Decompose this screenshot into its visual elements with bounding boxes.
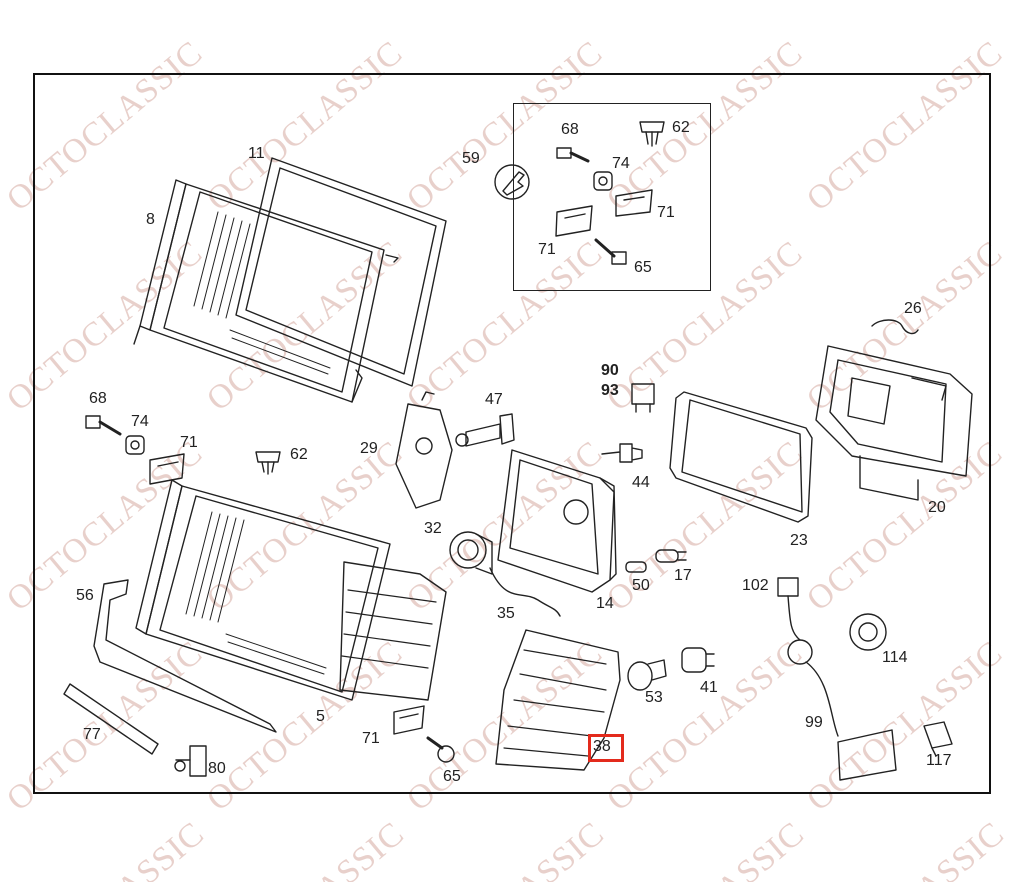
part-8-headlamp-lens[interactable] xyxy=(134,180,384,402)
callout-47[interactable]: 47 xyxy=(485,391,503,408)
part-38-turn-signal-lens[interactable] xyxy=(496,630,620,770)
diagram-frame xyxy=(33,73,991,794)
part-90-93-connector[interactable] xyxy=(632,384,654,412)
part-62-clip[interactable] xyxy=(640,122,664,146)
part-65-screw-lower[interactable] xyxy=(428,738,454,762)
callout-68[interactable]: 68 xyxy=(89,390,107,407)
callout-17[interactable]: 17 xyxy=(674,567,692,584)
part-68-screw[interactable] xyxy=(557,148,588,161)
part-17-bulb[interactable] xyxy=(656,550,686,562)
part-47-bulb[interactable] xyxy=(456,414,514,446)
callout-26[interactable]: 26 xyxy=(904,300,922,317)
part-102-socket[interactable] xyxy=(778,578,798,596)
callout-74[interactable]: 74 xyxy=(131,413,149,430)
callout-59[interactable]: 59 xyxy=(462,150,480,167)
callout-20[interactable]: 20 xyxy=(928,499,946,516)
callout-29[interactable]: 29 xyxy=(360,440,378,457)
part-80-fastener[interactable] xyxy=(175,746,206,776)
part-65-screw-inset[interactable] xyxy=(596,240,626,264)
part-35-wire[interactable] xyxy=(490,568,560,616)
callout-44[interactable]: 44 xyxy=(632,474,650,491)
callout-35[interactable]: 35 xyxy=(497,605,515,622)
callout-41[interactable]: 41 xyxy=(700,679,718,696)
part-62-clip-left[interactable] xyxy=(256,452,280,474)
part-29-shield[interactable] xyxy=(396,392,452,508)
callout-11[interactable]: 11 xyxy=(248,145,265,162)
part-14-reflector[interactable] xyxy=(498,450,616,592)
part-23-gasket[interactable] xyxy=(670,392,812,522)
callout-23[interactable]: 23 xyxy=(790,532,808,549)
part-5-lamp-body[interactable] xyxy=(340,562,446,700)
callout-65[interactable]: 65 xyxy=(634,259,652,276)
callout-74[interactable]: 74 xyxy=(612,155,630,172)
part-41-socket[interactable] xyxy=(682,648,714,672)
callout-8[interactable]: 8 xyxy=(146,211,155,228)
callout-80[interactable]: 80 xyxy=(208,760,226,777)
callout-117[interactable]: 117 xyxy=(926,752,952,769)
part-68-screw-left[interactable] xyxy=(86,416,120,434)
part-11-seal-frame[interactable] xyxy=(236,158,446,386)
part-50-bulb[interactable] xyxy=(626,562,646,572)
part-74-nut-left[interactable] xyxy=(126,436,144,454)
callout-77[interactable]: 77 xyxy=(83,726,101,743)
part-26-wire-clip[interactable] xyxy=(872,320,918,333)
part-32-socket[interactable] xyxy=(450,532,492,574)
part-59-tool[interactable] xyxy=(495,165,529,199)
part-71-clip-lower[interactable] xyxy=(394,706,424,734)
part-114-grommet[interactable] xyxy=(850,614,886,650)
callout-90[interactable]: 90 xyxy=(601,362,619,379)
part-71-clip-left[interactable] xyxy=(150,454,184,484)
callout-65[interactable]: 65 xyxy=(443,768,461,785)
callout-102[interactable]: 102 xyxy=(742,577,769,594)
callout-53[interactable]: 53 xyxy=(645,689,663,706)
callout-38[interactable]: 38 xyxy=(593,738,611,755)
callout-56[interactable]: 56 xyxy=(76,587,94,604)
callout-93[interactable]: 93 xyxy=(601,382,619,399)
callout-71[interactable]: 71 xyxy=(180,434,198,451)
part-lower-headlamp-assembly[interactable] xyxy=(136,480,390,700)
part-71-clip-inset-b[interactable] xyxy=(556,206,592,236)
part-53-bulb[interactable] xyxy=(628,660,666,690)
part-44-bulb[interactable] xyxy=(602,444,642,462)
callout-5[interactable]: 5 xyxy=(316,708,325,725)
highlight-box-part-38 xyxy=(588,734,624,762)
part-117-bulb[interactable] xyxy=(924,722,952,756)
callout-114[interactable]: 114 xyxy=(882,649,908,666)
callout-71[interactable]: 71 xyxy=(538,241,556,258)
callout-71[interactable]: 71 xyxy=(657,204,675,221)
callout-50[interactable]: 50 xyxy=(632,577,650,594)
part-99-harness[interactable] xyxy=(788,596,896,780)
part-71-clip-inset-a[interactable] xyxy=(616,190,652,216)
callout-62[interactable]: 62 xyxy=(672,119,690,136)
part-74-nut[interactable] xyxy=(594,172,612,190)
part-77-rod[interactable] xyxy=(64,684,158,754)
callout-68[interactable]: 68 xyxy=(561,121,579,138)
callout-99[interactable]: 99 xyxy=(805,714,823,731)
callout-62[interactable]: 62 xyxy=(290,446,308,463)
callout-71[interactable]: 71 xyxy=(362,730,380,747)
detail-inset-box xyxy=(513,103,711,291)
callout-14[interactable]: 14 xyxy=(596,595,614,612)
callout-32[interactable]: 32 xyxy=(424,520,442,537)
part-20-rear-housing[interactable] xyxy=(816,346,972,500)
part-56-bracket[interactable] xyxy=(94,580,276,732)
